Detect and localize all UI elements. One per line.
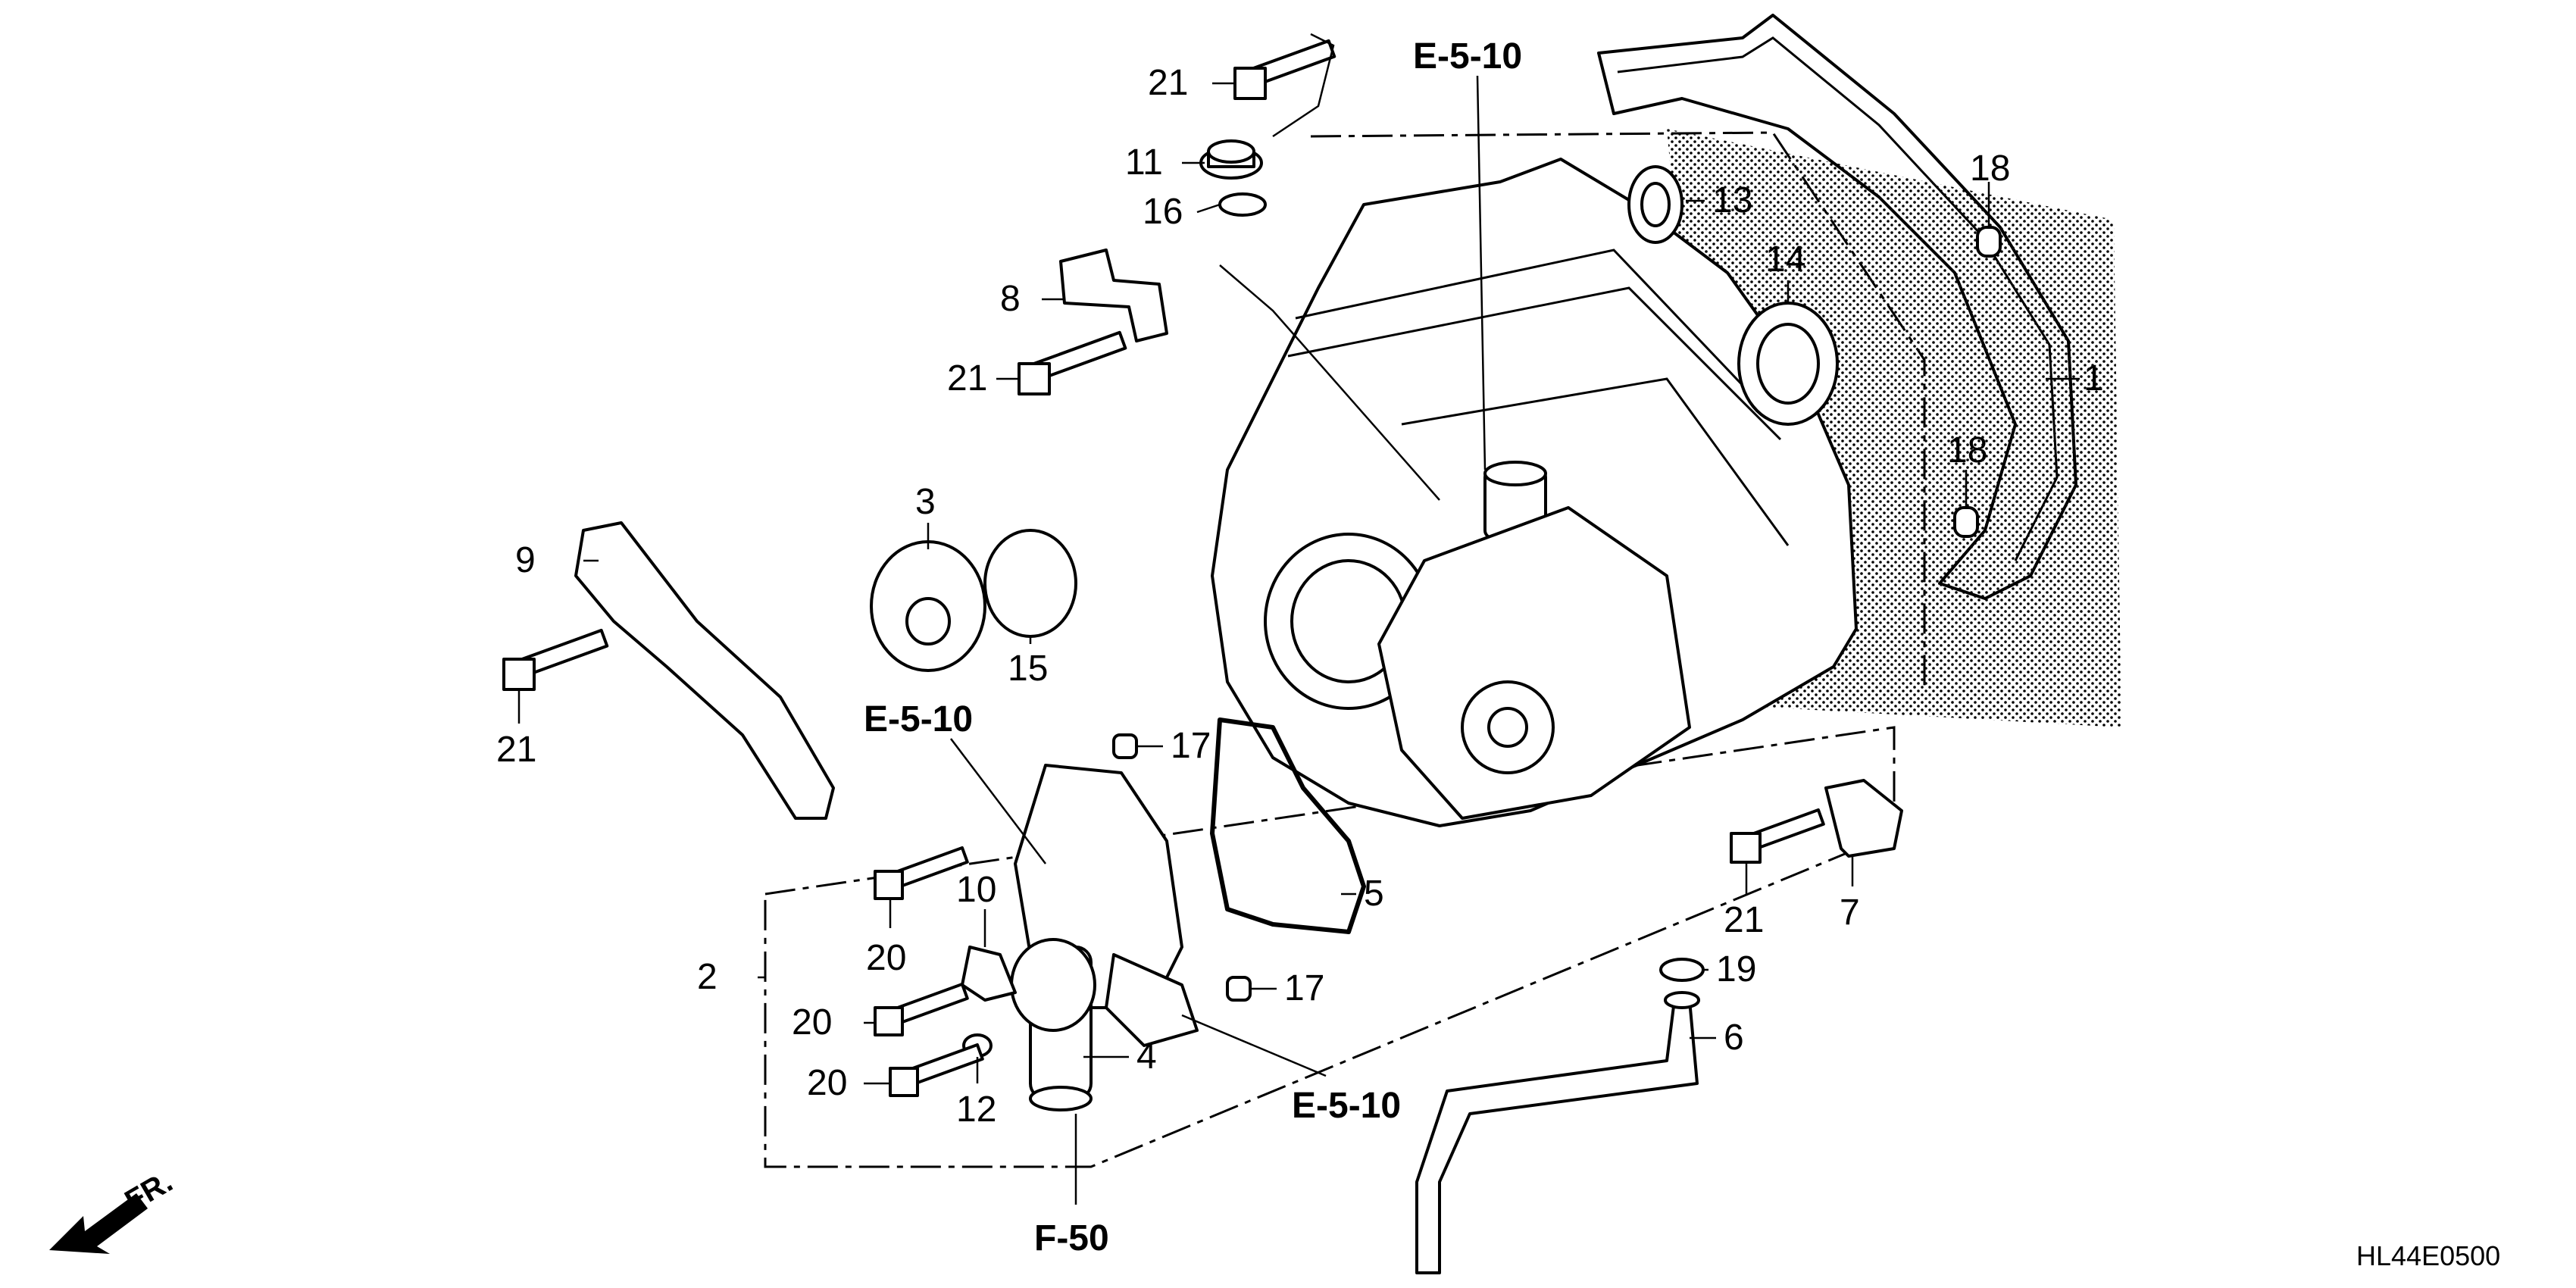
gasket-5: [1210, 717, 1366, 934]
o-ring-15: [983, 529, 1077, 638]
bolt-21a: [1233, 39, 1336, 100]
callout-19: 19: [1716, 949, 1756, 989]
hose-6: [1415, 999, 1699, 1274]
callout-18a: 18: [1970, 148, 2010, 189]
bolt-20a: [874, 846, 969, 900]
callout-21c: 21: [496, 730, 536, 770]
clamp-19: [1659, 958, 1705, 982]
pump-housing-4: [1010, 764, 1199, 1111]
callout-1: 1: [2084, 358, 2104, 399]
bolt-21b: [1018, 330, 1127, 395]
diagram-code: HL44E0500: [2356, 1240, 2500, 1271]
callout-20b: 20: [792, 1002, 832, 1043]
dowel-pin-18b: [1953, 506, 1979, 538]
reference-e5-10-bottom: E-5-10: [1292, 1086, 1401, 1126]
callout-9: 9: [515, 540, 536, 580]
leader-lines: [517, 33, 2080, 1205]
callout-7: 7: [1840, 893, 1860, 933]
callout-17a: 17: [1171, 726, 1211, 766]
cover-case: [1211, 158, 1858, 827]
cap-17a: [1112, 733, 1138, 759]
bolt-21d: [1730, 808, 1825, 864]
oil-seal-13: [1627, 165, 1683, 244]
callout-20a: 20: [866, 938, 906, 978]
callout-12: 12: [956, 1089, 996, 1130]
callout-21a: 21: [1148, 63, 1188, 103]
callout-3: 3: [915, 482, 936, 522]
callout-14: 14: [1765, 239, 1805, 280]
bracket-7: [1824, 779, 1903, 858]
callout-17b: 17: [1284, 968, 1324, 1008]
callout-2: 2: [697, 957, 717, 997]
cap-17b: [1226, 976, 1252, 1002]
callout-6: 6: [1724, 1018, 1744, 1058]
bolt-21c: [502, 628, 609, 691]
callout-21d: 21: [1724, 900, 1764, 940]
bolt-20c: [889, 1043, 984, 1097]
dowel-pin-18a: [1976, 226, 2002, 258]
bracket-10: [961, 946, 1017, 1002]
assembly-outline: [764, 726, 1896, 1168]
plate-9: [574, 521, 835, 820]
cap-3: [870, 540, 986, 672]
reference-e5-10-top: E-5-10: [1413, 36, 1522, 77]
reference-f50: F-50: [1034, 1218, 1109, 1258]
callout-5: 5: [1364, 874, 1384, 914]
callout-4: 4: [1136, 1036, 1157, 1077]
callout-10: 10: [956, 870, 996, 910]
oil-seal-14: [1737, 302, 1839, 426]
callout-21b: 21: [947, 358, 987, 399]
front-direction-arrow-icon: [49, 1193, 148, 1254]
o-ring-16: [1218, 192, 1267, 217]
callout-18b: 18: [1947, 430, 1987, 470]
callout-11: 11: [1125, 142, 1163, 183]
callout-16: 16: [1143, 192, 1183, 232]
plug-11: [1199, 139, 1263, 180]
bracket-8: [1059, 249, 1168, 342]
reference-e5-10-left: E-5-10: [864, 699, 973, 739]
callout-20c: 20: [807, 1063, 847, 1103]
callout-13: 13: [1712, 180, 1752, 220]
callout-8: 8: [1000, 279, 1021, 319]
callout-15: 15: [1008, 649, 1048, 689]
bolt-20b: [874, 982, 969, 1036]
